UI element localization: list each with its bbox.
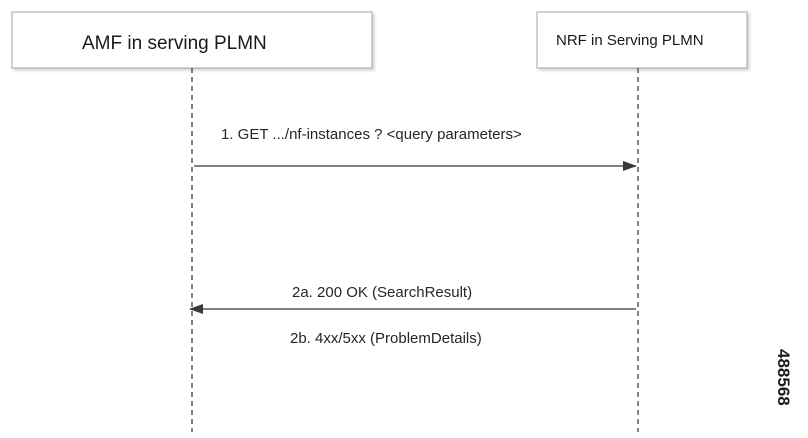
- participant-amf: AMF in serving PLMN: [11, 11, 373, 69]
- message-2a: 2a. 200 OK (SearchResult): [189, 284, 636, 314]
- participant-nrf-label: NRF in Serving PLMN: [556, 32, 704, 49]
- participant-amf-label: AMF in serving PLMN: [82, 33, 267, 54]
- message-2b: 2b. 4xx/5xx (ProblemDetails): [290, 330, 482, 347]
- message-1-label: 1. GET .../nf-instances ? <query paramet…: [221, 126, 522, 143]
- participant-amf-label-bg: [58, 27, 310, 59]
- message-1: 1. GET .../nf-instances ? <query paramet…: [194, 126, 637, 171]
- message-2b-label: 2b. 4xx/5xx (ProblemDetails): [290, 330, 482, 347]
- message-2a-label: 2a. 200 OK (SearchResult): [292, 284, 472, 301]
- participant-nrf: NRF in Serving PLMN: [536, 11, 748, 69]
- figure-id: 488568: [774, 349, 793, 406]
- participant-nrf-box: [536, 11, 748, 69]
